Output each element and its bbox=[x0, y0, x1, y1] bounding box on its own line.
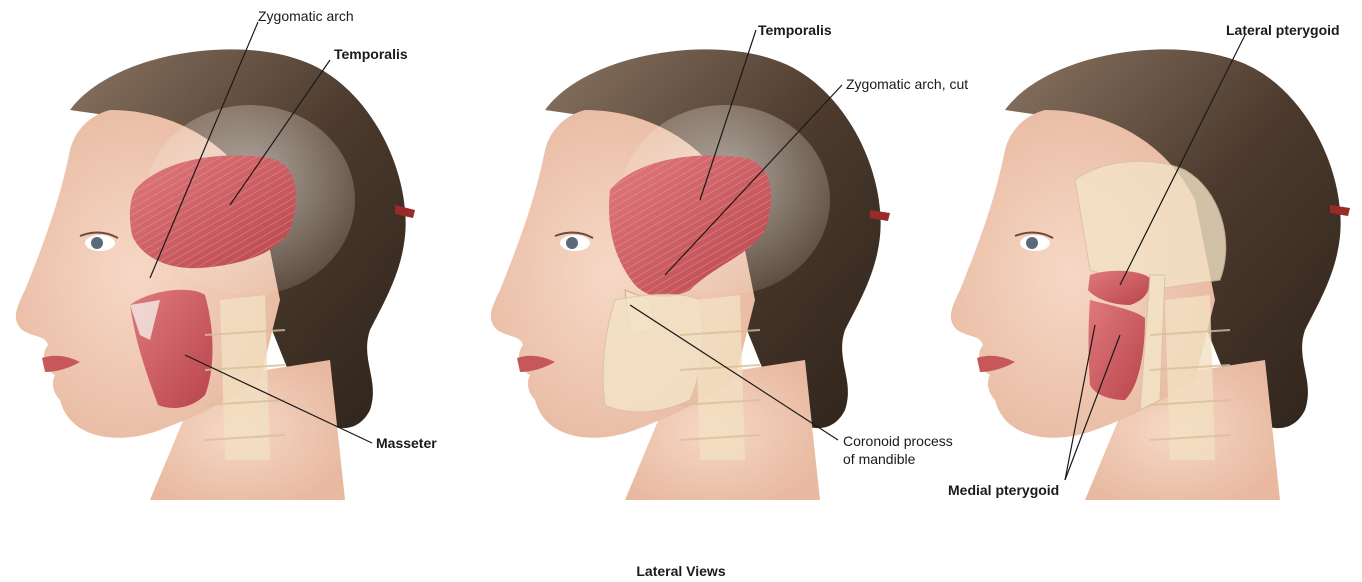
label-masseter: Masseter bbox=[376, 435, 437, 451]
label-temporalis-1: Temporalis bbox=[334, 46, 408, 62]
label-coronoid-line2: of mandible bbox=[843, 451, 915, 467]
label-medial-pterygoid: Medial pterygoid bbox=[948, 482, 1059, 498]
label-temporalis-2: Temporalis bbox=[758, 22, 832, 38]
label-coronoid-line1: Coronoid process bbox=[843, 433, 953, 449]
cervical-spine-3 bbox=[1165, 295, 1215, 460]
label-zygomatic-arch-cut: Zygomatic arch, cut bbox=[846, 76, 968, 92]
cervical-spine-2 bbox=[695, 295, 745, 460]
figure-caption: Lateral Views bbox=[0, 563, 1362, 579]
label-lateral-pterygoid: Lateral pterygoid bbox=[1226, 22, 1340, 38]
cervical-spine-1 bbox=[220, 295, 270, 460]
head-panel-1 bbox=[16, 49, 415, 500]
head-panel-2 bbox=[491, 49, 890, 500]
mandible-2 bbox=[603, 294, 702, 412]
head-panel-3 bbox=[951, 49, 1350, 500]
label-zygomatic-arch: Zygomatic arch bbox=[258, 8, 354, 24]
